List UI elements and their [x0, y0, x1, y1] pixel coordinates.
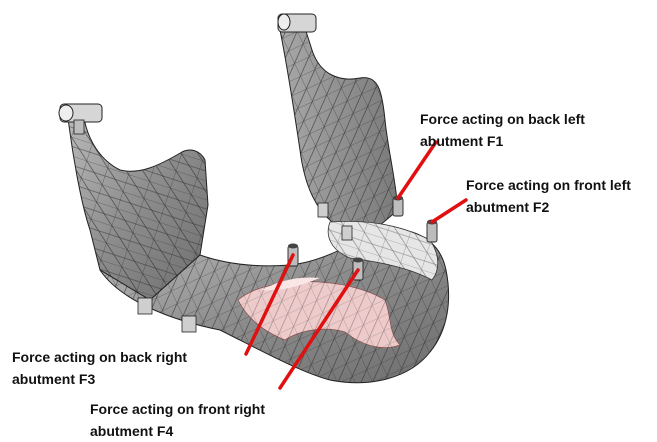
label-f1-line2: abutment F1 — [420, 130, 585, 152]
label-f1-line1: Force acting on back left — [420, 108, 585, 130]
label-f4-line1: Force acting on front right — [90, 398, 265, 420]
label-f3-line1: Force acting on back right — [12, 346, 187, 368]
label-f4-line2: abutment F4 — [90, 420, 265, 442]
label-force-f2: Force acting on front left abutment F2 — [466, 174, 631, 218]
right-condyle — [278, 14, 316, 32]
force-line-f2 — [432, 200, 466, 222]
label-force-f1: Force acting on back left abutment F1 — [420, 108, 585, 152]
label-f3-line2: abutment F3 — [12, 368, 187, 390]
label-force-f3: Force acting on back right abutment F3 — [12, 346, 187, 390]
label-force-f4: Force acting on front right abutment F4 — [90, 398, 265, 442]
label-f2-line2: abutment F2 — [466, 196, 631, 218]
label-f2-line1: Force acting on front left — [466, 174, 631, 196]
right-ramus — [280, 28, 398, 232]
left-condyle — [59, 104, 102, 134]
